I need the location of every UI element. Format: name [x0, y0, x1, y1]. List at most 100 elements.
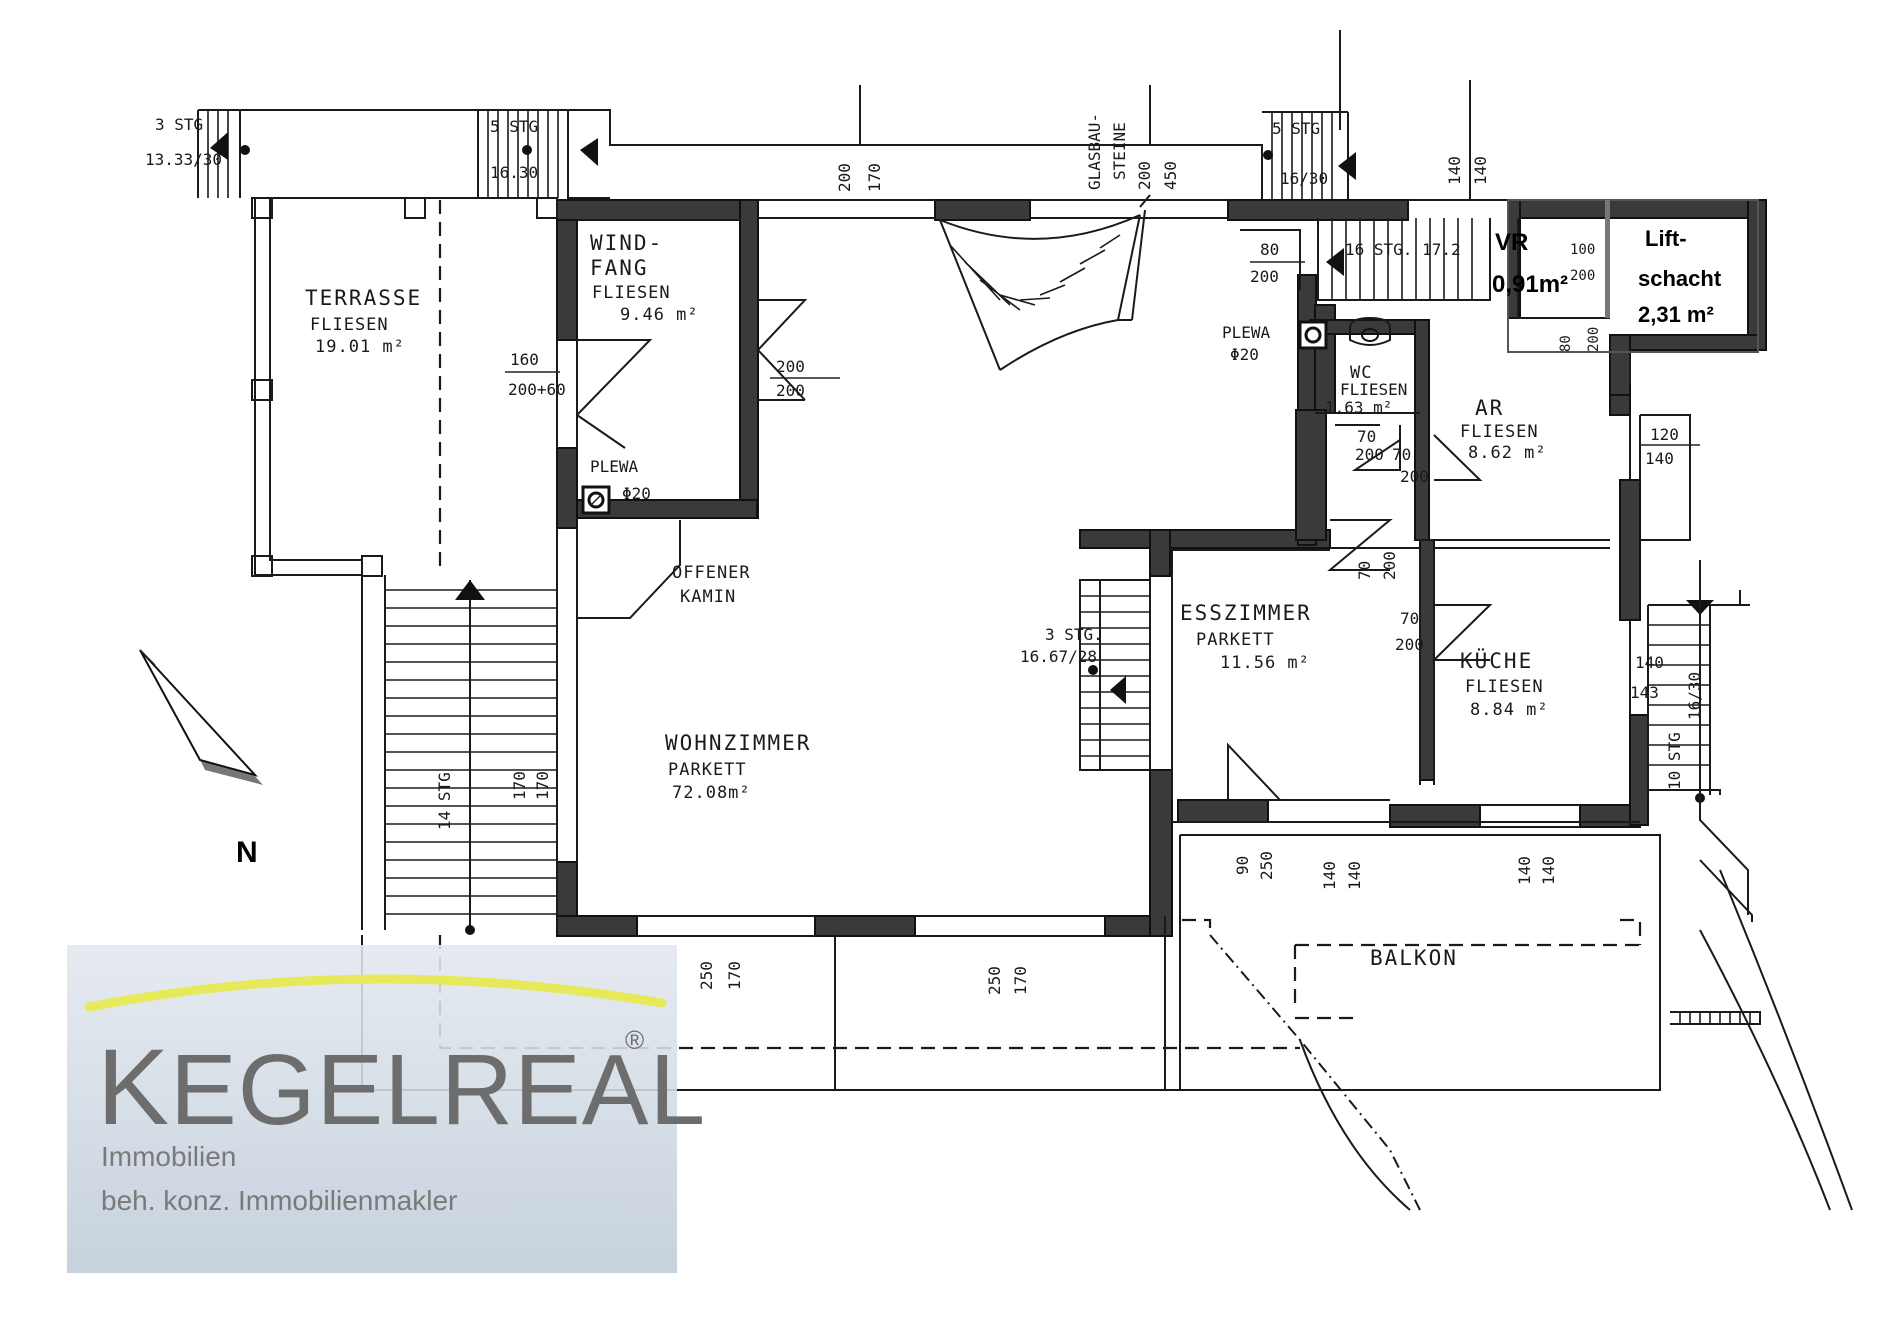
ess-stair-label: 3 STG. — [1045, 625, 1103, 644]
thin-walls — [556, 199, 1649, 937]
balk-dim-c2: 140 — [1539, 856, 1558, 885]
vr-name: VR — [1495, 229, 1528, 256]
kueche-floor: FLIESEN — [1465, 677, 1544, 697]
glasbau-label-2: STEINE — [1110, 122, 1129, 180]
balkon: BALKON 90 250 140 140 140 140 — [1179, 834, 1853, 1211]
wohnzimmer: WOHNZIMMER PARKETT 72.08m² — [665, 731, 811, 803]
lift-name-1: Lift- — [1645, 226, 1687, 251]
wohnzimmer-name: WOHNZIMMER — [665, 731, 811, 755]
inner-stair: 16 STG. 17.2 80 200 — [1240, 218, 1491, 301]
inner-stair-label: 16 STG. 17.2 — [1345, 240, 1461, 259]
ar-window-a: 120 — [1650, 425, 1679, 444]
balk-dim-b1: 140 — [1320, 861, 1339, 890]
wohnzimmer-floor: PARKETT — [668, 760, 747, 780]
dim-glasbau-450: 450 — [1161, 161, 1180, 190]
left-window-a: 170 — [510, 771, 529, 800]
wc-door-b: 200 — [1355, 445, 1384, 464]
terrasse: TERRASSE FLIESEN 19.01 m² 160 200+60 — [251, 197, 653, 577]
stair-label-top-left: 3 STG — [155, 115, 203, 134]
left-window-b: 170 — [533, 771, 552, 800]
vr-area: 0,91m² — [1492, 271, 1568, 298]
wc-door-a: 70 — [1357, 427, 1376, 446]
kueche-window-a: 140 — [1635, 653, 1664, 672]
plewa-right-diameter: Φ20 — [1230, 345, 1259, 364]
balk-dim-b2: 140 — [1345, 861, 1364, 890]
bottom-dim-a2: 170 — [725, 961, 744, 990]
right-stair-label: 10 STG — [1665, 732, 1684, 790]
windfang-floor: FLIESEN — [592, 283, 671, 303]
kueche-window-b: 143 — [1630, 683, 1659, 702]
balk-dim-a1: 90 — [1233, 856, 1252, 875]
abstellraum: AR FLIESEN 8.62 m² 70 200 120 140 — [1392, 396, 1700, 541]
vr-dim-d: 200 — [1586, 327, 1602, 352]
wc-floor: FLIESEN — [1340, 380, 1407, 399]
logo-k: K — [97, 1026, 171, 1147]
stair-label-top-right: 5 STG — [1272, 119, 1320, 138]
north-label: N — [236, 836, 258, 869]
stair-ratio-top-mid: 16.30 — [490, 163, 538, 182]
vr-dim-a: 100 — [1570, 242, 1595, 258]
esszimmer-name: ESSZIMMER — [1180, 601, 1312, 625]
dim-top-170: 170 — [865, 163, 884, 192]
balk-dim-a2: 250 — [1257, 851, 1276, 880]
plewa-left-diameter: Φ20 — [622, 484, 651, 503]
logo-tagline-1: Immobilien — [101, 1141, 237, 1172]
lift-area: 2,31 m² — [1638, 302, 1714, 327]
stair-start-dot-1 — [240, 145, 250, 155]
terrasse-area: 19.01 m² — [315, 337, 405, 357]
kamin-label-1: OFFENER — [672, 563, 751, 583]
wc-area: 1.63 m² — [1325, 398, 1392, 417]
dim-top-140a: 140 — [1445, 156, 1464, 185]
stair-ratio-top-right: 16/30 — [1280, 169, 1328, 188]
esszimmer-area: 11.56 m² — [1220, 653, 1310, 673]
left-long-stair: 14 STG 170 170 — [361, 575, 558, 935]
windfang-door-a: 200 — [776, 357, 805, 376]
dim-top-140b: 140 — [1471, 156, 1490, 185]
top-entry-strip: 3 STG 13.33/30 5 STG 16.30 5 STG 16/30 — [145, 30, 1471, 201]
bottom-dim-b1: 250 — [985, 966, 1004, 995]
esszimmer: 3 STG. 16.67/28 ESSZIMMER PARKETT 11.56 … — [1020, 519, 1399, 801]
terrasse-name: TERRASSE — [305, 286, 422, 310]
terr-door-dim-a: 160 — [510, 350, 539, 369]
logo-tagline-2: beh. konz. Immobilienmakler — [101, 1185, 458, 1216]
vr-lift: VR 0,91m² Lift- schacht 2,31 m² 100 200 … — [1492, 199, 1759, 353]
esszimmer-floor: PARKETT — [1196, 630, 1275, 650]
windfang-name-1: WIND- — [590, 231, 663, 255]
kegelreal-logo: KEGELREAL ® Immobilien beh. konz. Immobi… — [67, 945, 705, 1273]
terrasse-floor: FLIESEN — [310, 315, 389, 335]
ar-name: AR — [1475, 396, 1504, 420]
ess-stair-ratio: 16.67/28 — [1020, 647, 1097, 666]
stair-door-a: 80 — [1260, 240, 1279, 259]
ar-area: 8.62 m² — [1468, 443, 1547, 463]
wc-name: WC — [1350, 363, 1372, 383]
logo-wordmark: KEGELREAL — [97, 1033, 706, 1141]
logo-swoosh — [84, 974, 667, 1012]
vr-dim-c: 80 — [1558, 335, 1574, 352]
wc: PLEWA Φ20 WC FLIESEN 1.63 m² 70 200 — [1222, 316, 1407, 471]
plewa-right-label: PLEWA — [1222, 323, 1271, 342]
ar-door-a: 70 — [1392, 445, 1411, 464]
kueche-area: 8.84 m² — [1470, 700, 1549, 720]
glasbau-label-1: GLASBAU- — [1085, 113, 1104, 190]
kamin-label-2: KAMIN — [680, 587, 736, 607]
ar-window-b: 140 — [1645, 449, 1674, 468]
ess-door-b: 200 — [1380, 551, 1399, 580]
stair-ratio-top-left: 13.33/30 — [145, 150, 222, 169]
stair-start-dot-3 — [1263, 150, 1273, 160]
lift-name-2: schacht — [1638, 266, 1722, 291]
wohnzimmer-area: 72.08m² — [672, 783, 751, 803]
kueche: KÜCHE FLIESEN 8.84 m² 70 200 10 STG 16/3… — [1395, 560, 1750, 915]
windfang-door-b: 200 — [776, 381, 805, 400]
bottom-dim-a1: 250 — [697, 961, 716, 990]
logo-rest: EGELREAL — [170, 1034, 707, 1146]
ar-door-b: 200 — [1400, 467, 1429, 486]
windfang-name-2: FANG — [590, 256, 649, 280]
plewa-left-label: PLEWA — [590, 457, 639, 476]
bottom-dim-b2: 170 — [1011, 966, 1030, 995]
north-arrow: N — [139, 649, 263, 869]
spiral-stair: GLASBAU- STEINE 200 170 200 450 140 140 — [835, 113, 1490, 371]
dim-glasbau-200: 200 — [1135, 161, 1154, 190]
stair-label-top-mid: 5 STG — [490, 117, 538, 136]
kueche-door-a: 70 — [1400, 609, 1419, 628]
